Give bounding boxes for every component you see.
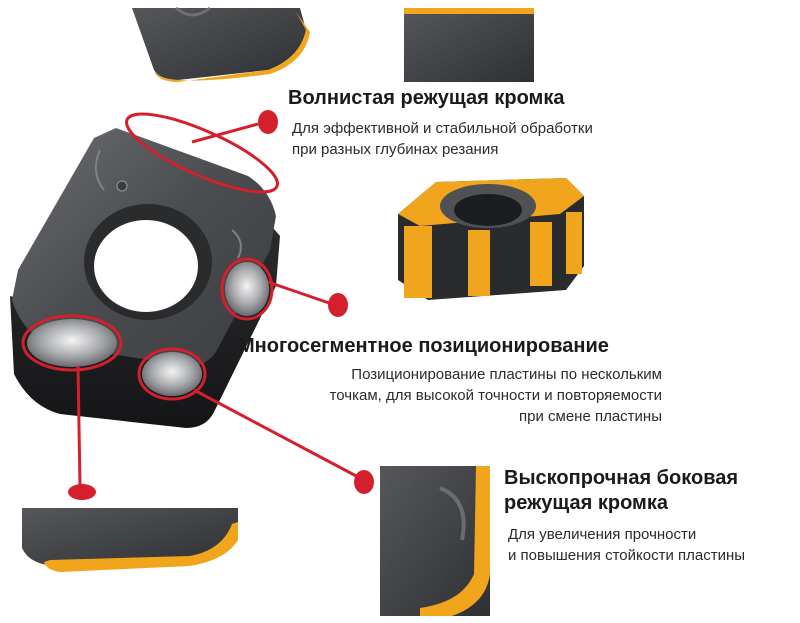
contact-pad-right — [225, 262, 269, 316]
feature-description-multisegment: Позиционирование пластины по нескольким … — [230, 364, 662, 427]
wavy-edge-detail-image — [132, 6, 310, 82]
feature-title-multisegment: Многосегментное позиционирование — [238, 335, 609, 357]
description-line: Для эффективной и стабильной обработки — [292, 120, 593, 137]
wavy-edge-highlight-ellipse — [125, 112, 279, 194]
callout-markers — [21, 112, 361, 487]
strong-edge-detail-image — [380, 466, 490, 616]
description-line: и повышения стойкости пластины — [508, 547, 746, 564]
contact-pad-bottom — [142, 352, 202, 396]
segmented-insert-image — [398, 178, 584, 300]
callout-dots — [68, 110, 374, 500]
pad-highlight-bottom — [137, 347, 207, 401]
description-line: точкам, для высокой точности и повторяем… — [329, 387, 662, 404]
pad-highlight-left — [21, 314, 123, 372]
title-line: Выскопрочная боковая — [504, 467, 739, 489]
description-line: при разных глубинах резания — [292, 141, 499, 158]
description-line: Позиционирование пластины по нескольким — [351, 366, 662, 383]
callout-line-pad-right — [267, 280, 333, 306]
callout-line-wavy-edge — [191, 122, 259, 144]
pad-highlight-right — [220, 257, 274, 321]
feature-title-strong-edge: Выскопрочная боковая режущая кромка — [504, 466, 738, 516]
title-line: режущая кромка — [504, 492, 668, 514]
callout-dot-wavy-edge — [258, 110, 278, 134]
side-edge-detail-image — [404, 8, 534, 82]
feature-title-wavy-edge: Волнистая режущая кромка — [288, 87, 565, 109]
description-line: при смене пластины — [519, 408, 662, 425]
feature-description-strong-edge: Для увеличения прочности и повышения сто… — [508, 524, 745, 566]
feature-description-wavy-edge: Для эффективной и стабильной обработки п… — [292, 118, 593, 160]
edge-closeup-image-bottom-left — [22, 508, 238, 572]
contact-pad-left — [27, 319, 117, 367]
description-line: Для увеличения прочности — [508, 526, 697, 543]
callout-line-pad-left — [76, 365, 82, 487]
callout-dot-pad-left — [68, 484, 96, 500]
callout-line-pad-bottom — [193, 388, 361, 480]
callout-dot-pad-right — [328, 293, 348, 317]
callout-dot-pad-bottom — [354, 470, 374, 494]
